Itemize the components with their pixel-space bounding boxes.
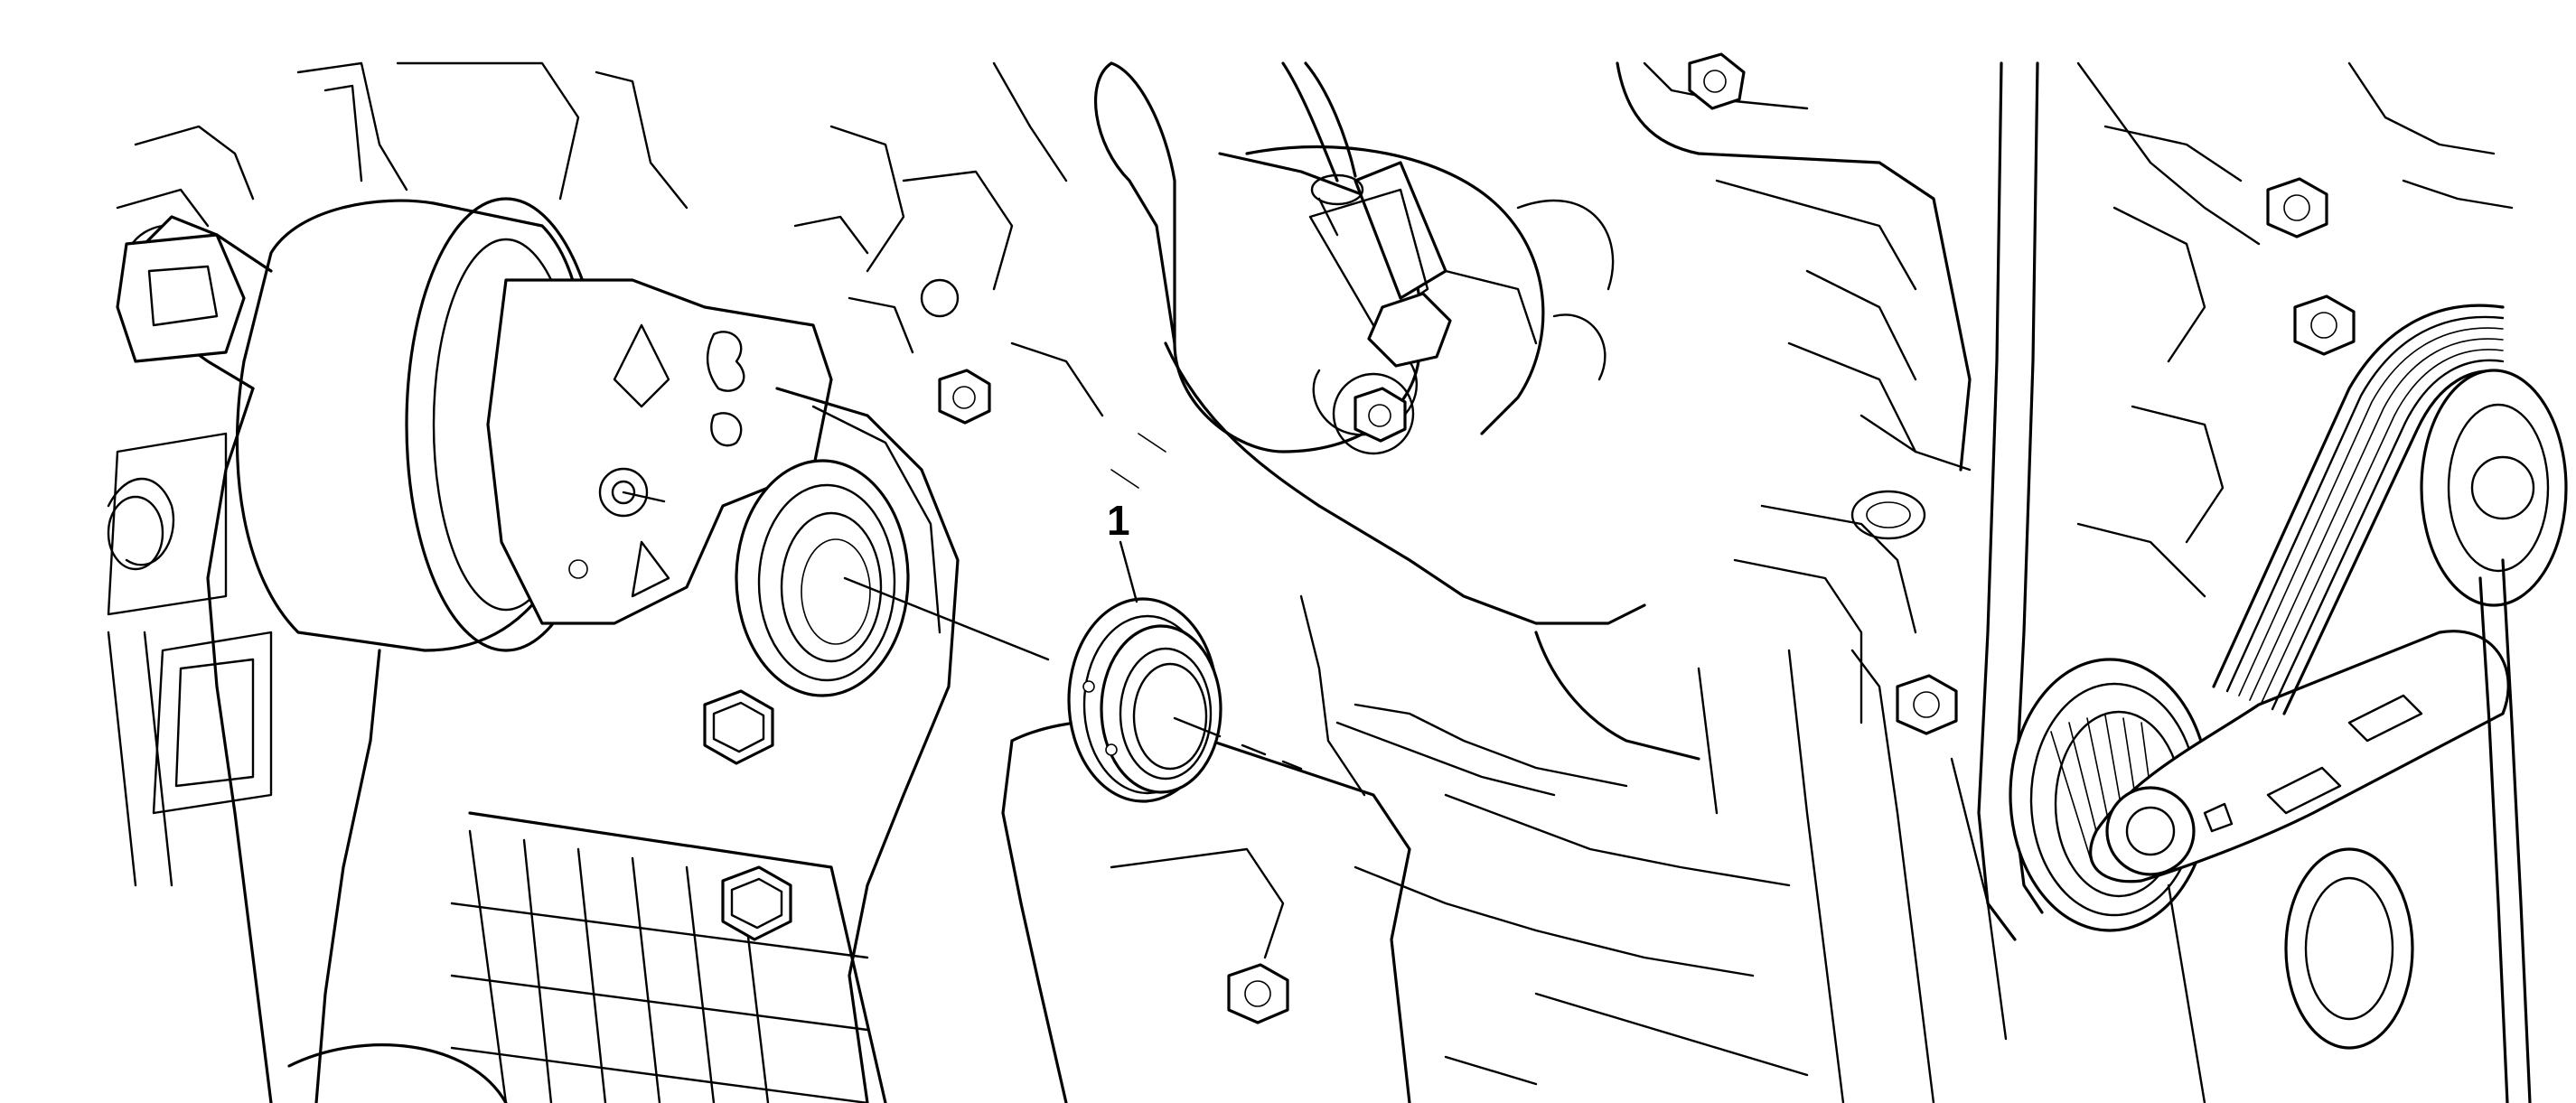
callout-1: 1 [1107,497,1138,603]
accessory-drive [1977,61,2568,1103]
bolt-lower [721,865,792,941]
install-axis-line [843,576,1303,771]
upper-details [793,61,1166,489]
engine-mount [107,61,887,1103]
sensor-bracket [1093,61,1646,625]
bolt-bottom [1227,963,1289,1024]
callout-1-label: 1 [1107,497,1130,544]
bolt-mid [938,369,991,425]
housing-right [1534,52,2008,1103]
front-cover [703,369,1809,1103]
bolt-upper [703,689,774,765]
crankshaft-seal [1067,597,1222,803]
